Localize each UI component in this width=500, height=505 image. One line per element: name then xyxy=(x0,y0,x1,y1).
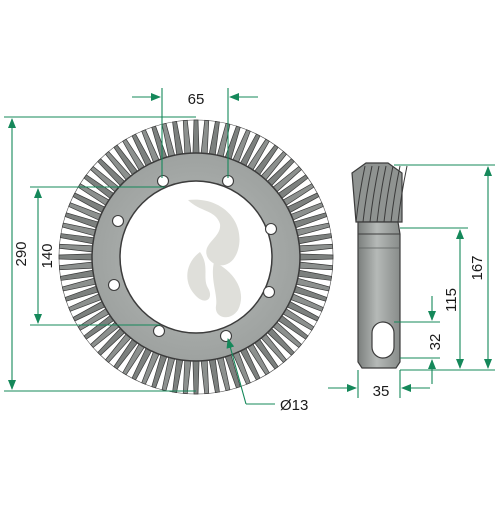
gear-tooth xyxy=(295,243,334,253)
bolt-hole xyxy=(264,222,278,236)
keyway-slot xyxy=(371,321,395,359)
pinion-head xyxy=(351,162,403,223)
pinion-tooth xyxy=(383,165,394,223)
pinion-tooth xyxy=(397,165,408,223)
dim-bolt-spacing: 65 xyxy=(188,91,205,108)
pinion-teeth xyxy=(355,165,408,223)
pinion-tooth xyxy=(362,165,373,223)
bolt-hole xyxy=(262,285,276,299)
pinion-tooth xyxy=(355,165,366,223)
bolt-hole xyxy=(152,324,166,338)
pinion-shaft xyxy=(351,162,408,369)
dim-shaft-length: 115 xyxy=(443,288,460,312)
gear-tooth xyxy=(295,253,334,261)
dim-key-length: 32 xyxy=(427,334,444,351)
dim-bolt-circle-height: 140 xyxy=(39,243,56,268)
gear-tooth xyxy=(192,356,200,395)
watermark-logo xyxy=(187,199,242,318)
gear-tooth xyxy=(182,356,192,395)
gear-tooth xyxy=(200,356,210,395)
gear-teeth xyxy=(58,119,334,395)
gear-tooth xyxy=(192,119,200,158)
gear-tooth xyxy=(295,261,334,271)
bolt-hole xyxy=(156,174,170,188)
ring-gear xyxy=(58,119,334,395)
dim-shaft-diameter: 35 xyxy=(373,383,390,400)
dim-hole-diameter: Ø13 xyxy=(280,397,308,414)
dim-outer-height: 290 xyxy=(13,241,30,266)
pinion-tooth xyxy=(376,165,387,223)
gear-tooth xyxy=(200,119,210,158)
bolt-hole xyxy=(219,329,233,343)
bolt-hole xyxy=(111,214,125,228)
gear-tooth xyxy=(182,119,192,158)
dimension-lines xyxy=(4,88,495,405)
pinion-tooth xyxy=(369,165,380,223)
gear-tooth xyxy=(58,253,97,261)
pinion-tooth xyxy=(390,165,401,223)
dim-pinion-length: 167 xyxy=(469,255,486,280)
bolt-hole xyxy=(107,278,121,292)
gear-tooth xyxy=(58,243,97,253)
dimension-labels: 65 290 140 Ø13 167 115 32 35 xyxy=(13,91,486,414)
gear-tooth xyxy=(58,261,97,271)
